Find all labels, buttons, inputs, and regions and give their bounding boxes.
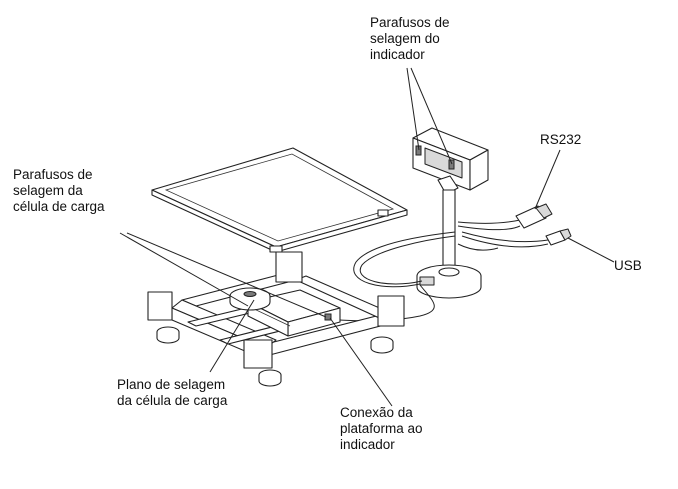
label-loadcell-seal-screws: Parafusos de selagem da célula de carga: [13, 167, 105, 214]
usb-connector: [545, 228, 572, 246]
cables: [317, 219, 549, 322]
indicator-seal-screw-right: [448, 159, 455, 170]
base-frame: [147, 251, 405, 387]
indicator-head: [412, 127, 489, 191]
indicator-stand: [416, 175, 482, 299]
label-indicator-seal-screws: Parafusos de selagem do indicador: [370, 15, 450, 62]
label-platform-connection: Conexão da plataforma ao indicador: [340, 405, 423, 452]
leader-lines: [119, 67, 615, 407]
label-loadcell-seal-plane: Plano de selagem da célula de carga: [117, 377, 228, 408]
platform-connector-plug: [419, 276, 435, 286]
rs232-connector: [515, 203, 553, 229]
label-usb: USB: [614, 258, 642, 273]
label-rs232: RS232: [540, 132, 582, 147]
weighing-platter: [151, 147, 408, 253]
